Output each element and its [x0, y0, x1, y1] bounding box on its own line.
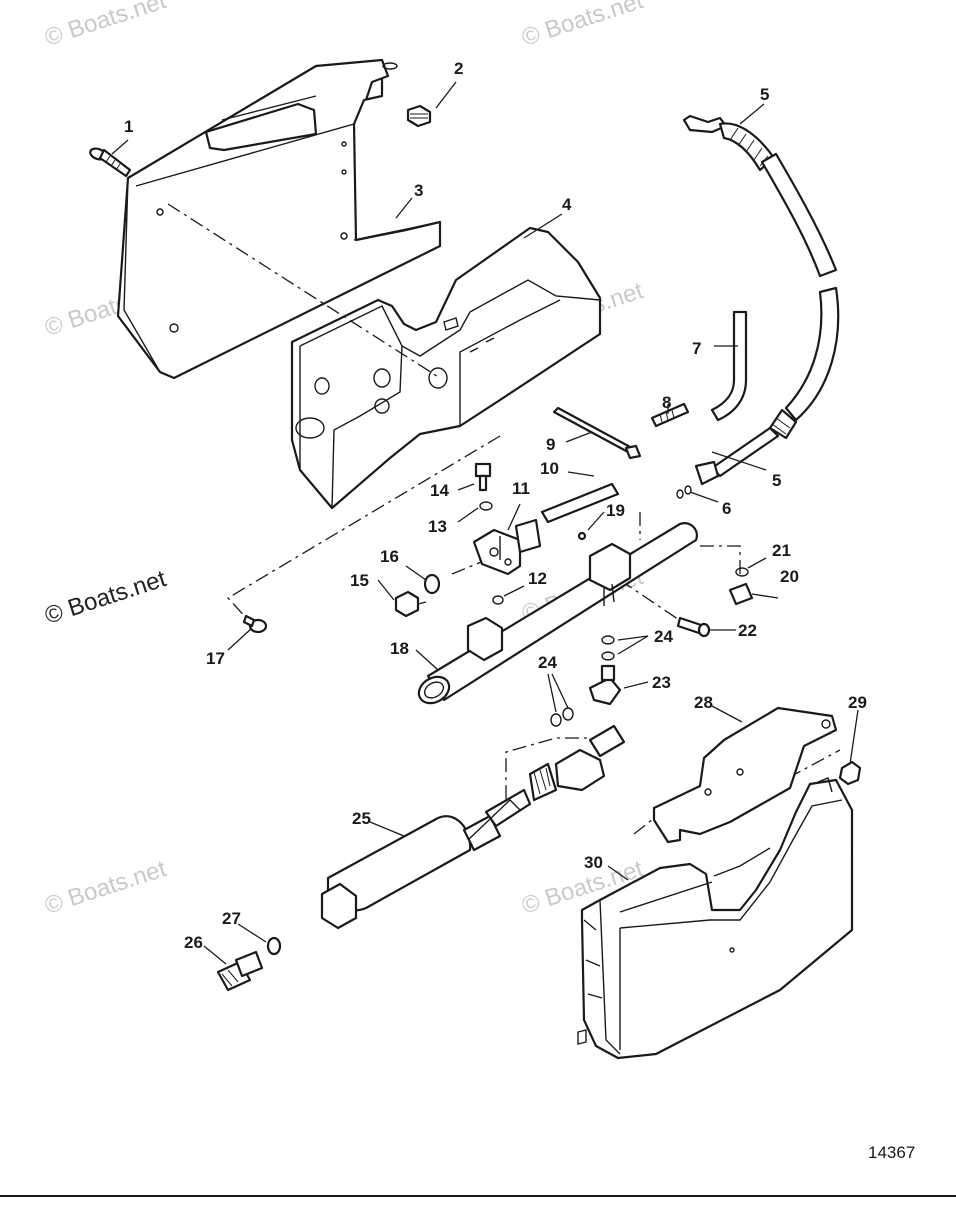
- callout-15: 15: [350, 571, 369, 590]
- callout-labels: 1 2 3 4 5 5 6 7 8 9 10 11 12 13 14 15 16…: [124, 59, 867, 952]
- callout-10: 10: [540, 459, 559, 478]
- callout-27: 27: [222, 909, 241, 928]
- callout-16: 16: [380, 547, 399, 566]
- callout-12: 12: [528, 569, 547, 588]
- part-rod-10: [540, 482, 620, 524]
- watermark-top-left: © Boats.net: [42, 0, 170, 52]
- part-cover-30: [577, 777, 854, 1060]
- figure-number: 14367: [868, 1143, 915, 1162]
- callout-5-top: 5: [760, 85, 769, 104]
- part-valve-11: [472, 518, 542, 576]
- callout-23: 23: [652, 673, 671, 692]
- part-washer-13: [479, 501, 493, 511]
- part-fitting-26: [216, 950, 264, 992]
- callout-30: 30: [584, 853, 603, 872]
- part-screw-22: [676, 616, 711, 638]
- part-o-ring-27: [266, 936, 282, 956]
- part-o-ring-21: [735, 567, 749, 577]
- callout-8: 8: [662, 393, 671, 412]
- watermark-bottom-left: © Boats.net: [42, 855, 170, 920]
- part-washers-24-upper: [601, 635, 615, 661]
- part-wire-9: [552, 406, 642, 460]
- callout-18: 18: [390, 639, 409, 658]
- part-elbow-23: [588, 664, 622, 706]
- callout-7: 7: [692, 339, 701, 358]
- callout-13: 13: [428, 517, 447, 536]
- callout-9: 9: [546, 435, 555, 454]
- part-washer-12: [492, 595, 504, 605]
- part-nut-2: [406, 104, 432, 128]
- callout-29: 29: [848, 693, 867, 712]
- part-o-rings-6: [676, 485, 692, 499]
- callout-14: 14: [430, 481, 449, 500]
- callout-4: 4: [562, 195, 572, 214]
- callout-19: 19: [606, 501, 625, 520]
- part-mounting-bracket: [116, 58, 442, 380]
- part-washers-24-lower: [550, 707, 574, 727]
- part-screw-17: [242, 614, 268, 634]
- part-tube-7: [710, 310, 748, 422]
- callout-21: 21: [772, 541, 791, 560]
- part-cover: [290, 226, 602, 510]
- callout-17: 17: [206, 649, 225, 668]
- callout-24-lower: 24: [538, 653, 557, 672]
- callout-26: 26: [184, 933, 203, 952]
- watermark-top-right: © Boats.net: [519, 0, 647, 52]
- callout-20: 20: [780, 567, 799, 586]
- callout-6: 6: [722, 499, 731, 518]
- callout-5-lower: 5: [772, 471, 781, 490]
- callout-3: 3: [414, 181, 423, 200]
- part-washer-16: [423, 573, 441, 595]
- part-fuel-pump-25: [320, 724, 626, 930]
- callout-24-upper: 24: [654, 627, 673, 646]
- callout-22: 22: [738, 621, 757, 640]
- callout-28: 28: [694, 693, 713, 712]
- part-plug-19: [577, 531, 587, 541]
- callout-1: 1: [124, 117, 133, 136]
- part-nut-29: [838, 760, 862, 786]
- part-bolt-14: [474, 462, 492, 492]
- part-screw-1: [89, 147, 132, 178]
- part-bracket-28: [652, 706, 838, 844]
- part-manifold-18: [417, 522, 698, 705]
- callout-11: 11: [512, 479, 530, 498]
- callout-25: 25: [352, 809, 371, 828]
- leader-lines: [111, 81, 859, 965]
- watermark-center-left: © Boats.net: [42, 565, 170, 630]
- part-fitting-20: [728, 582, 754, 606]
- part-bolt-15: [394, 590, 427, 618]
- callout-2: 2: [454, 59, 463, 78]
- part-fitting-8: [650, 402, 690, 428]
- part-hose: [682, 114, 840, 486]
